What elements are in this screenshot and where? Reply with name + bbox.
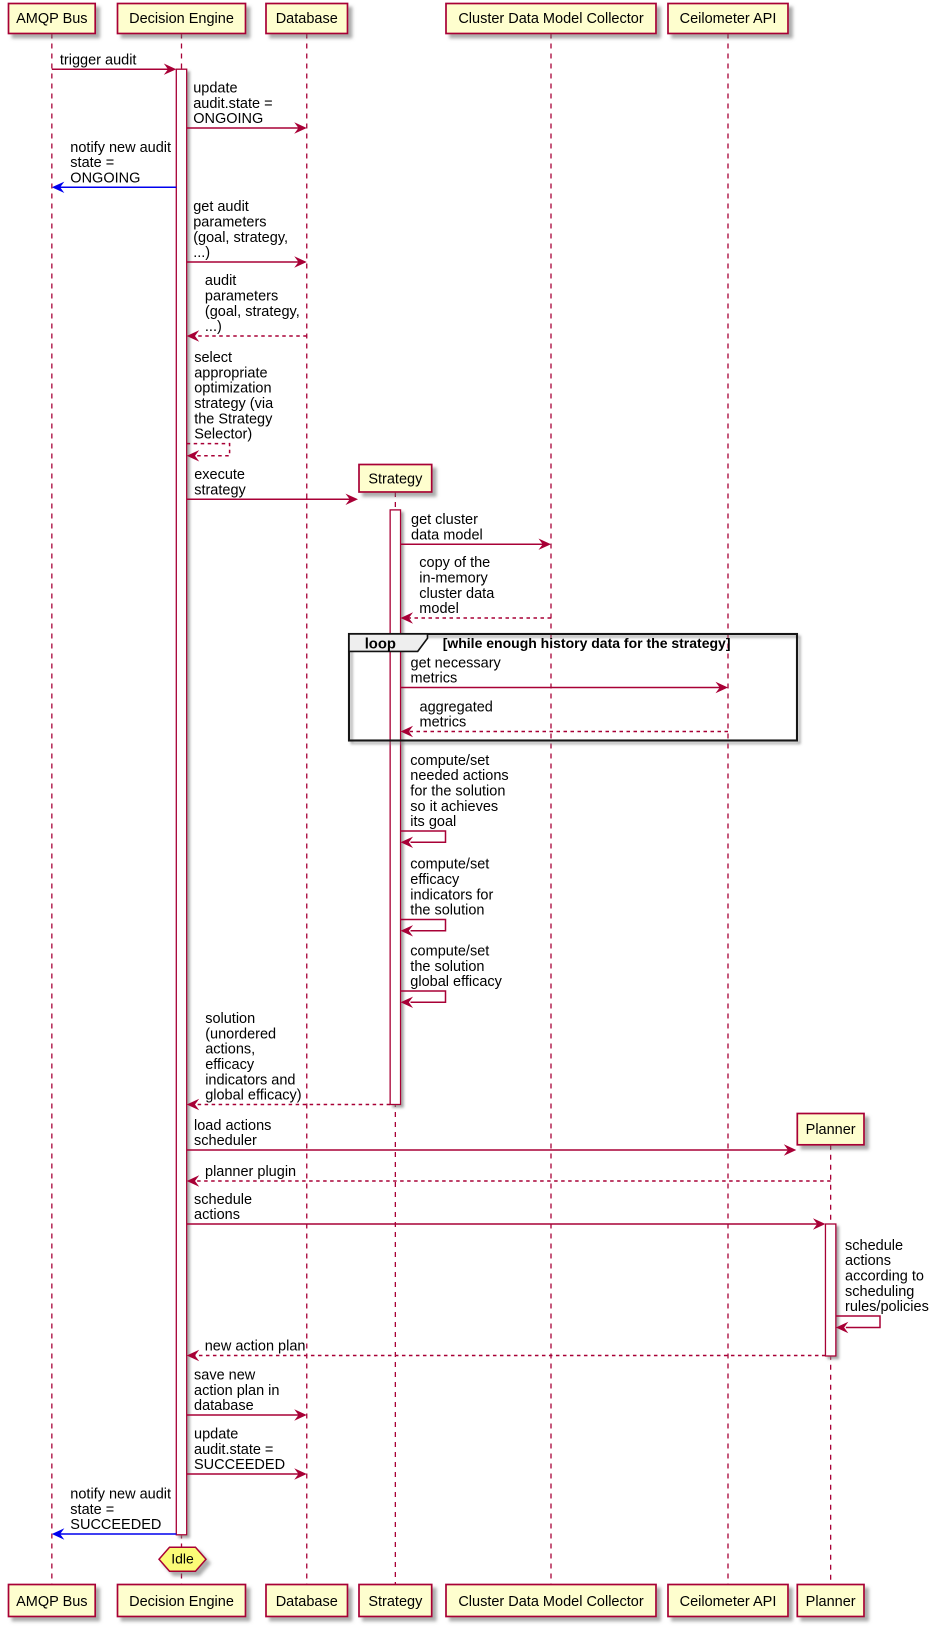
svg-text:new action plan: new action plan	[205, 1339, 306, 1355]
svg-text:Ceilometer API: Ceilometer API	[680, 1594, 777, 1610]
svg-text:Cluster Data Model Collector: Cluster Data Model Collector	[458, 1594, 644, 1610]
svg-text:Database: Database	[276, 11, 338, 27]
svg-text:trigger audit: trigger audit	[60, 52, 137, 68]
svg-text:AMQP Bus: AMQP Bus	[16, 11, 87, 27]
svg-text:Decision Engine: Decision Engine	[129, 11, 234, 27]
svg-text:loop: loop	[365, 637, 396, 653]
svg-text:Cluster Data Model Collector: Cluster Data Model Collector	[458, 11, 644, 27]
svg-text:Ceilometer API: Ceilometer API	[680, 11, 777, 27]
svg-text:Idle: Idle	[171, 1551, 194, 1567]
svg-text:Decision Engine: Decision Engine	[129, 1594, 234, 1610]
svg-text:planner plugin: planner plugin	[205, 1164, 296, 1180]
svg-text:Database: Database	[276, 1594, 338, 1610]
svg-text:AMQP Bus: AMQP Bus	[16, 1594, 87, 1610]
svg-text:Strategy: Strategy	[368, 471, 423, 487]
svg-text:[while enough history data for: [while enough history data for the strat…	[443, 635, 731, 651]
svg-text:Strategy: Strategy	[368, 1594, 423, 1610]
svg-text:Planner: Planner	[806, 1122, 856, 1138]
svg-text:Planner: Planner	[806, 1594, 856, 1610]
